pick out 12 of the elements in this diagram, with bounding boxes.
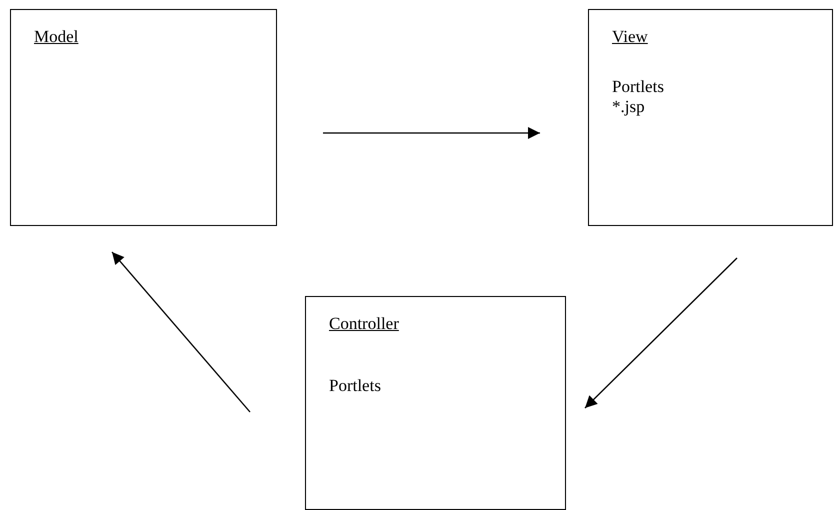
arrow xyxy=(323,127,540,139)
heading-text: Controller xyxy=(329,314,399,334)
arrow xyxy=(584,258,738,408)
body-text: Portlets xyxy=(329,376,381,396)
box xyxy=(10,9,277,226)
box xyxy=(588,9,833,226)
arrow xyxy=(112,252,250,412)
body-text: *.jsp xyxy=(612,97,645,117)
body-text: Portlets xyxy=(612,77,664,97)
box xyxy=(305,296,566,510)
heading-text: View xyxy=(612,27,648,47)
heading-text: Model xyxy=(34,27,78,47)
